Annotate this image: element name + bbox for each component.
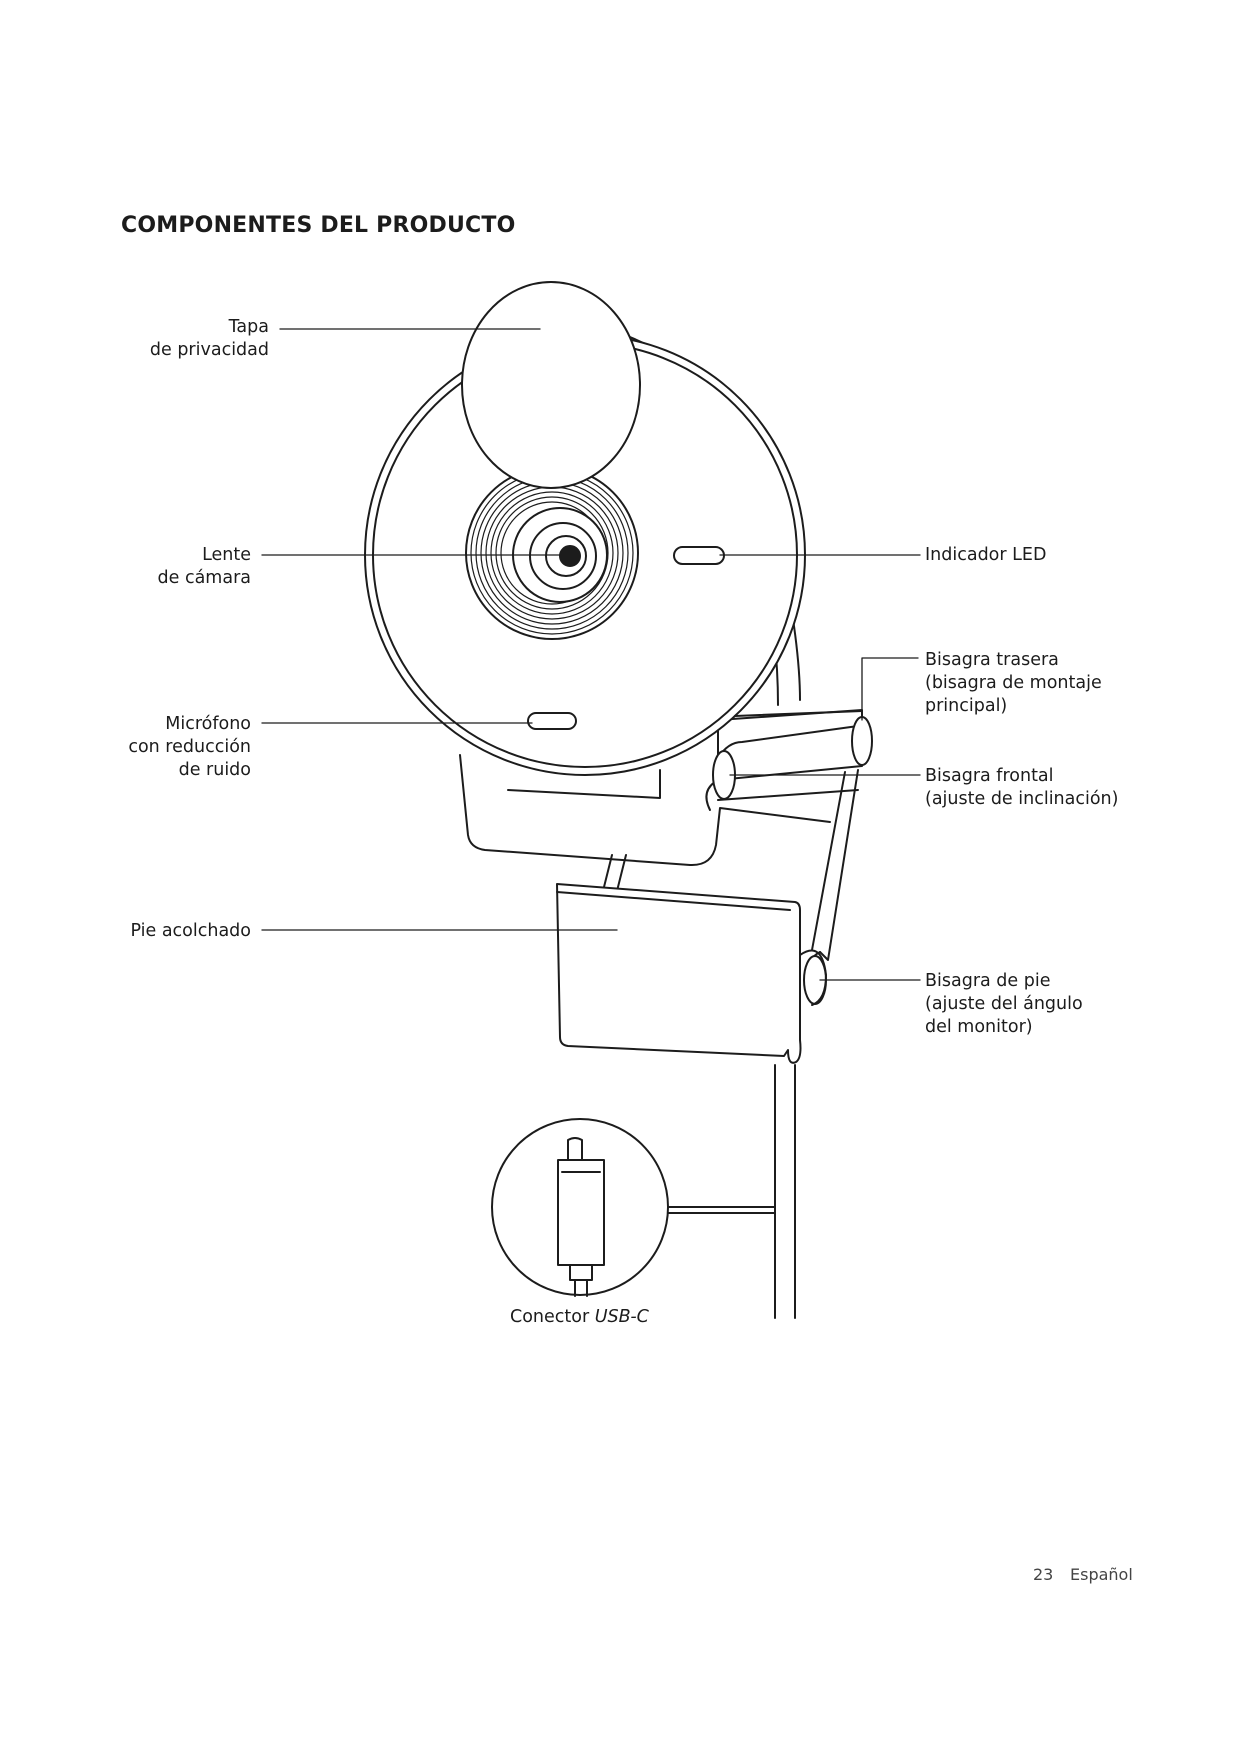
label-microphone: Micrófono con reducción de ruido xyxy=(128,714,251,780)
label-padded-foot: Pie acolchado xyxy=(130,921,251,941)
privacy-cover xyxy=(461,281,641,489)
leader-rear-hinge xyxy=(861,657,919,721)
leader-lines xyxy=(261,328,921,981)
page-title: COMPONENTES DEL PRODUCTO xyxy=(121,213,516,238)
label-usb-connector: Conector USB-C xyxy=(510,1307,649,1327)
padded-foot xyxy=(556,883,827,1064)
microphone-slot xyxy=(527,712,577,730)
usb-c-detail xyxy=(491,1118,669,1297)
label-front-hinge: Bisagra frontal (ajuste de inclinación) xyxy=(925,766,1119,809)
rear-hinge xyxy=(851,716,873,766)
label-rear-hinge: Bisagra trasera (bisagra de montaje prin… xyxy=(925,650,1102,716)
hinge-assembly xyxy=(712,710,873,976)
page-number: 23 xyxy=(1033,1565,1054,1584)
usb-cable xyxy=(667,1064,796,1319)
label-privacy-cover: Tapa de privacidad xyxy=(149,317,269,360)
label-foot-hinge: Bisagra de pie (ajuste del ángulo del mo… xyxy=(925,971,1083,1037)
page-language: Español xyxy=(1070,1565,1133,1584)
label-led-indicator: Indicador LED xyxy=(925,545,1047,565)
label-camera-lens: Lente de cámara xyxy=(157,545,251,588)
led-indicator xyxy=(673,546,725,565)
